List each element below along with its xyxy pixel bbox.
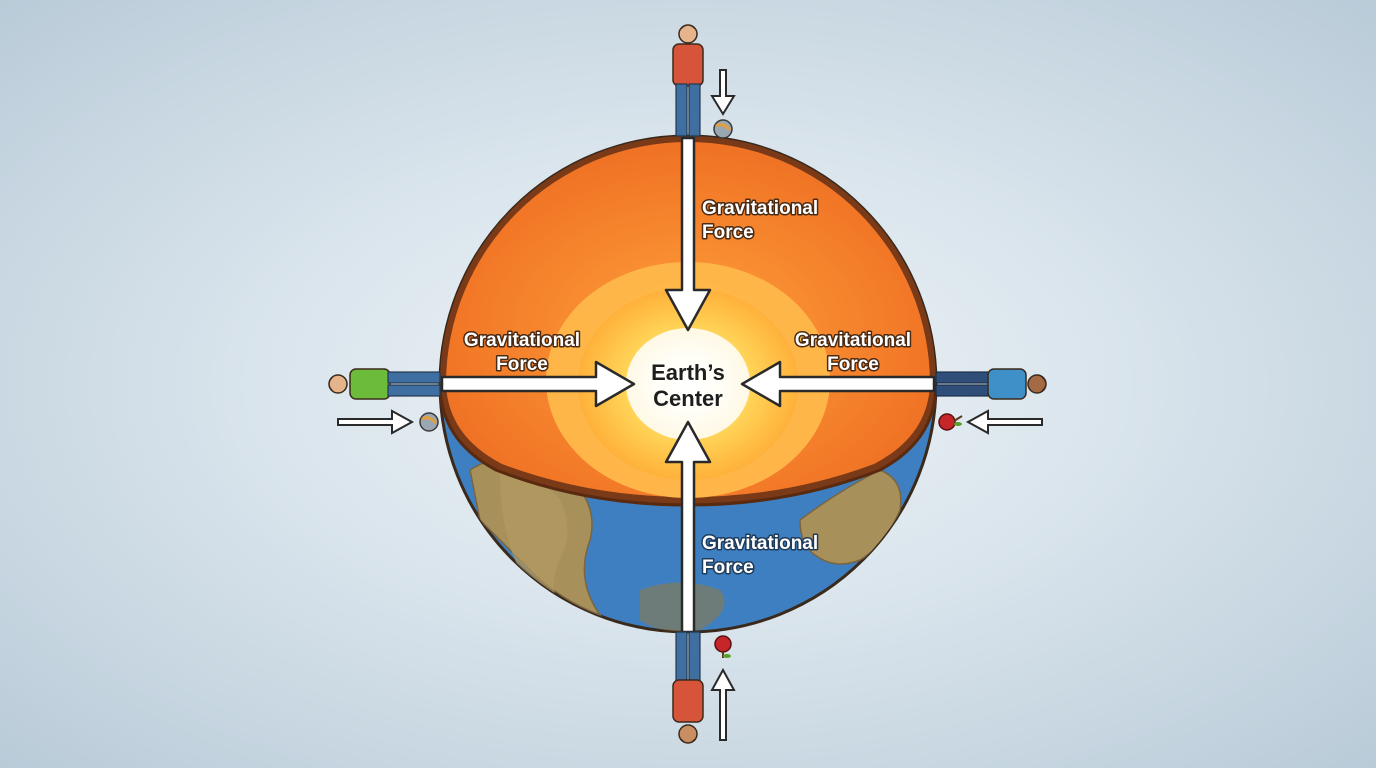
apple-icon: [938, 413, 956, 431]
person-left: [328, 368, 441, 400]
label-force-bottom-line1: Gravitational: [702, 533, 818, 554]
person-left-head-icon: [328, 374, 348, 394]
person-bottom: [672, 631, 704, 744]
apple-icon: [714, 635, 732, 653]
arrow-bottom-up: [664, 420, 712, 634]
core-highlight: [626, 328, 750, 440]
label-force-bottom-line2: Force: [702, 557, 754, 578]
label-force-bottom: Gravitational Force: [701, 532, 820, 580]
person-right-head-icon: [1027, 374, 1047, 394]
small-arrow-top: [710, 69, 736, 116]
label-force-right-line1: Gravitational: [795, 330, 911, 351]
small-arrow-bottom: [710, 667, 736, 741]
label-force-right-line2: Force: [827, 354, 879, 375]
person-right: [935, 368, 1047, 400]
person-top: [672, 24, 704, 137]
label-force-top: Gravitational Force: [701, 197, 820, 245]
arrow-right-left: [740, 360, 936, 408]
arrow-top-down: [664, 136, 712, 332]
label-force-top-line2: Force: [702, 222, 754, 243]
person-bottom-shirt: [672, 679, 704, 723]
person-left-shirt: [349, 368, 391, 400]
label-force-left-line2: Force: [496, 354, 548, 375]
label-force-left: Gravitational Force: [462, 329, 581, 377]
label-earth-center: Earth’s Center: [651, 360, 725, 411]
continent-left-coast: [500, 470, 568, 610]
small-arrow-left: [337, 409, 415, 435]
person-right-shirt: [987, 368, 1027, 400]
label-force-left-line1: Gravitational: [464, 330, 580, 351]
ball-top: [713, 119, 733, 139]
person-top-shirt: [672, 43, 704, 87]
apple-bottom: [714, 635, 732, 658]
label-earth-center-line1: Earth’s: [651, 360, 725, 385]
label-force-top-line1: Gravitational: [702, 198, 818, 219]
person-top-head-icon: [678, 24, 698, 44]
apple-right: [938, 413, 963, 431]
label-earth-center-line2: Center: [653, 386, 723, 411]
ball-left: [419, 412, 439, 432]
small-arrow-right: [965, 409, 1043, 435]
falling-arrows: [337, 69, 1043, 741]
person-bottom-head-icon: [678, 724, 698, 744]
label-force-right: Gravitational Force: [793, 329, 912, 377]
gravity-arrows: [440, 136, 936, 634]
arrow-left-right: [440, 360, 636, 408]
